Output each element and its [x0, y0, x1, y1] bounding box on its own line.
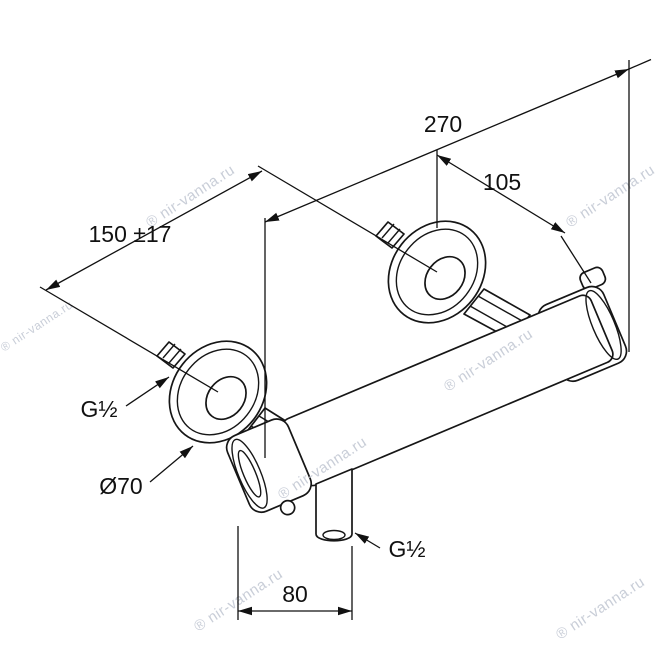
watermark-text: ® nir-vanna.ru: [0, 297, 75, 354]
thread-bottom-label: G½: [388, 536, 425, 562]
flange-diameter-label: Ø70: [99, 473, 142, 499]
leader-line: [149, 445, 194, 483]
safety-stop-button: [279, 499, 296, 516]
handle-end-cap-inner: [237, 449, 262, 498]
callout-thread-top: G½: [80, 376, 170, 422]
leader-line: [125, 376, 170, 407]
shower-mixer-drawing: [156, 220, 628, 542]
watermark-text: ® nir-vanna.ru: [553, 573, 648, 643]
dim-270: 270: [264, 58, 652, 458]
dimension-line-overflow: [628, 58, 652, 70]
callout-flange-diameter: Ø70: [99, 445, 194, 499]
handle-end-cap: [231, 438, 268, 509]
dim-80-label: 80: [282, 581, 308, 607]
dimension-line: [436, 154, 566, 234]
bottom-outlet: [315, 468, 353, 542]
escutcheon-left: [168, 340, 268, 444]
watermark-text: ® nir-vanna.ru: [563, 161, 658, 231]
wall-thread-left: [156, 341, 186, 369]
leader-line: [354, 532, 381, 549]
dimension-annotations: 270 105 150 ±17 G½ Ø70 G½: [39, 58, 652, 620]
callout-thread-bottom: G½: [354, 532, 426, 562]
dimension-line: [264, 68, 630, 223]
aerator: [322, 529, 346, 541]
dim-80: 80: [237, 526, 353, 620]
dim-150: 150 ±17: [39, 165, 438, 393]
extension-line: [560, 235, 592, 284]
dimension-line: [45, 170, 263, 291]
mixer-body-group: [225, 266, 628, 516]
dim-105: 105: [436, 150, 592, 284]
dim-150-label: 150 ±17: [89, 221, 172, 247]
dim-270-label: 270: [424, 111, 462, 137]
extension-line: [257, 165, 438, 273]
dim-105-label: 105: [483, 169, 521, 195]
flow-handle-end-cap: [585, 289, 622, 361]
extension-line: [39, 286, 219, 393]
thread-top-label: G½: [80, 396, 117, 422]
